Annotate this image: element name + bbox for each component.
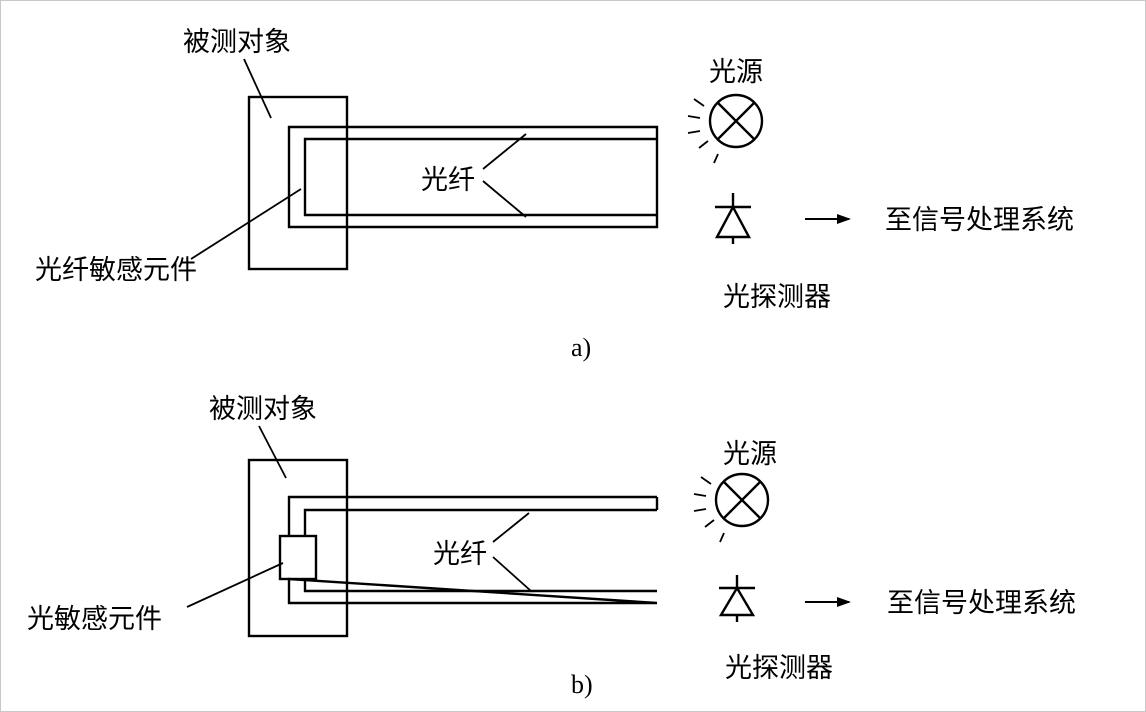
panel-b-caption: b) [571, 670, 593, 699]
panel-a: 被测对象 光纤 光纤敏感元件 光源 [35, 27, 1074, 362]
measured-object-box [247, 458, 349, 638]
photodiode-icon [715, 193, 751, 244]
fiber-leader-bottom [492, 556, 532, 592]
fiber-leader-bottom [482, 180, 527, 218]
fiber-inner [303, 508, 657, 593]
fiber-leader-top [482, 133, 527, 170]
sensor-leader-line [190, 188, 302, 260]
light-rays-icon [693, 476, 725, 543]
light-rays-icon [687, 98, 719, 164]
sensor-label: 光纤敏感元件 [35, 255, 197, 286]
output-label: 至信号处理系统 [887, 588, 1076, 619]
measured-object-box [247, 95, 349, 271]
light-source-label: 光源 [723, 439, 777, 470]
lamp-icon [714, 472, 770, 528]
object-label: 被测对象 [209, 394, 317, 425]
output-label: 至信号处理系统 [885, 205, 1074, 236]
sensor-leader-line [186, 562, 284, 608]
object-label: 被测对象 [183, 27, 291, 58]
panel-b: 被测对象 光纤 光敏感元件 光源 [27, 394, 1076, 699]
object-leader-line [243, 58, 272, 119]
fiber-outer [287, 125, 659, 229]
detector-label: 光探测器 [725, 653, 833, 684]
detector-label: 光探测器 [723, 282, 831, 313]
photodiode-icon [718, 575, 756, 622]
photosensitive-element-box [278, 534, 318, 581]
fiber-inner [303, 137, 657, 217]
sensor-label: 光敏感元件 [27, 604, 162, 635]
fiber-leader-top [492, 512, 530, 543]
panel-a-caption: a) [571, 333, 591, 362]
light-source-label: 光源 [709, 57, 763, 88]
object-leader-line [258, 425, 287, 479]
fiber-label: 光纤 [433, 539, 487, 570]
fiber-label: 光纤 [421, 165, 475, 196]
lamp-icon [708, 93, 764, 149]
